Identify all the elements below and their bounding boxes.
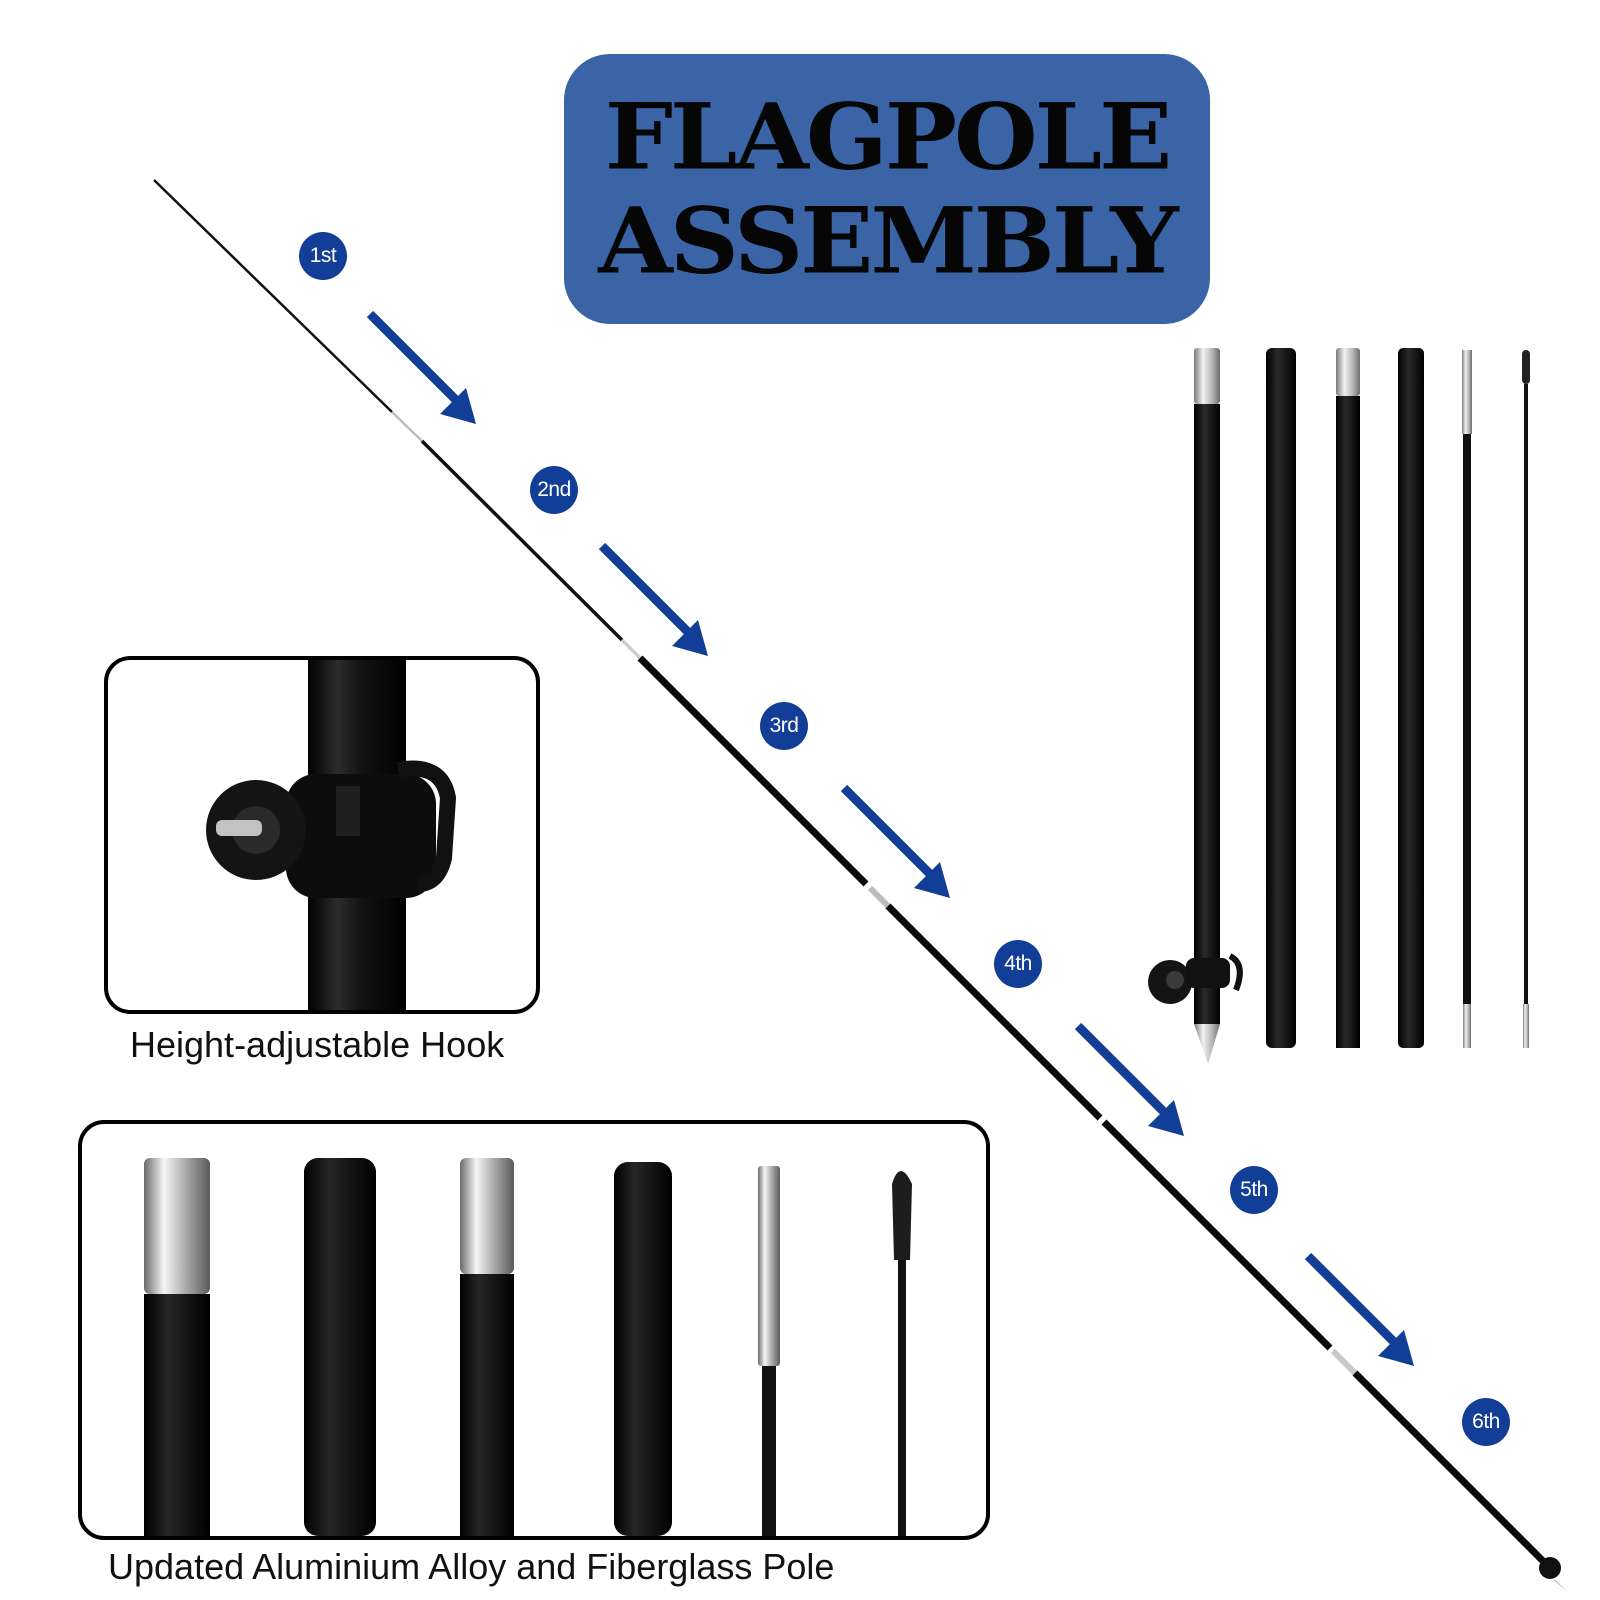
segment-6 [1522,350,1530,1048]
arrow-4 [1074,1022,1184,1136]
pole-segments [1148,348,1530,1064]
title-banner: FLAGPOLE ASSEMBLY [564,54,1210,324]
step-badge-6: 6th [1462,1398,1510,1446]
pole-section-1 [153,179,393,413]
segment-2 [1266,348,1296,1048]
pole-joint-2 [620,638,642,660]
arrow-5 [1304,1252,1414,1366]
pole-section-6 [1352,1370,1549,1567]
hook-closeup-panel [104,656,540,1014]
arrow-3 [840,784,950,898]
pole-spike [1553,1578,1568,1592]
direction-arrows [366,310,1414,1366]
pole-joint-5 [1330,1348,1358,1376]
title-line-2: ASSEMBLY [598,186,1178,295]
step-badge-3: 3rd [760,702,808,750]
hook-closeup-image [206,660,457,1010]
hook-caption: Height-adjustable Hook [130,1024,505,1065]
pole-joint-1 [391,411,423,442]
title-line-1: FLAGPOLE [604,82,1173,191]
pole-caption: Updated Aluminium Alloy and Fiberglass P… [108,1546,835,1587]
arrow-2 [598,542,708,656]
step-badge-1: 1st [299,232,347,280]
pole-base-hook [1539,1557,1561,1579]
segment-4 [1398,348,1424,1048]
diagonal-pole [153,179,1568,1592]
pole-section-5 [1101,1119,1333,1351]
segment-3 [1336,348,1360,1048]
pole-section-4 [885,903,1103,1121]
arrow-1 [366,310,476,424]
pole-section-2 [420,439,624,642]
pole-closeup-panel [78,1120,990,1540]
segment-5 [1462,350,1472,1048]
pole-joint-3 [867,885,891,909]
segment-1 [1148,348,1243,1064]
pole-section-3 [637,655,869,887]
step-badge-2: 2nd [530,466,578,514]
step-badge-4: 4th [994,940,1042,988]
pole-closeup-image [144,1158,912,1536]
step-badge-5: 5th [1230,1166,1278,1214]
